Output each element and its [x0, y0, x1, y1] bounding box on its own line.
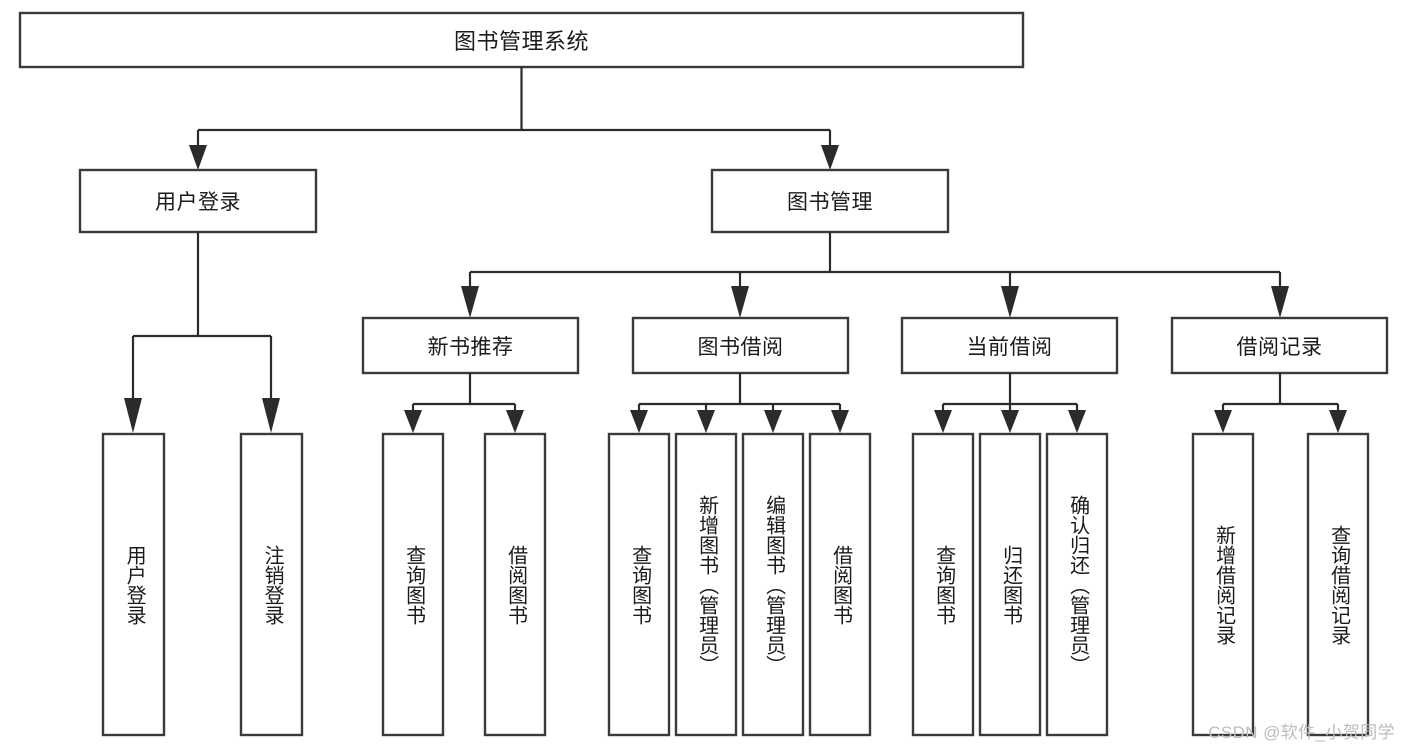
- arrow-head-leaf-add-record: [1214, 410, 1232, 433]
- arrow-head-leaf-logout: [262, 398, 280, 433]
- arrow-head-leaf-borrow-book-2: [831, 410, 849, 433]
- arrow-head-new-book-recommend: [461, 286, 479, 318]
- arrow-head-leaf-query-book-1: [404, 410, 422, 433]
- arrow-head-leaf-edit-book: [764, 410, 782, 433]
- leaf-edit-book-box[interactable]: [741, 432, 805, 737]
- arrow-head-borrow-record: [1271, 286, 1289, 318]
- leaf-confirm-return-box[interactable]: [1045, 432, 1109, 737]
- leaf-borrow-book-1-box[interactable]: [483, 432, 547, 737]
- node-book-management-box[interactable]: [710, 168, 950, 234]
- leaf-query-record-box[interactable]: [1306, 432, 1370, 737]
- node-book-borrow-box[interactable]: [631, 316, 850, 375]
- node-root-box[interactable]: [18, 11, 1025, 69]
- arrow-head-leaf-add-book: [697, 410, 715, 433]
- leaf-logout-box[interactable]: [239, 432, 304, 737]
- leaf-return-book-box[interactable]: [978, 432, 1042, 737]
- arrow-head-leaf-query-record: [1329, 410, 1347, 433]
- leaf-user-login-box[interactable]: [101, 432, 166, 737]
- arrow-head-leaf-query-book-2: [630, 410, 648, 433]
- arrow-head-leaf-query-book-3: [934, 410, 952, 433]
- leaf-query-book-1-box[interactable]: [381, 432, 445, 737]
- arrow-head-user-login: [189, 145, 207, 170]
- arrow-head-leaf-user-login: [124, 398, 142, 433]
- arrow-head-book-management: [821, 145, 839, 170]
- leaf-query-book-3-box[interactable]: [911, 432, 975, 737]
- leaf-add-book-box[interactable]: [674, 432, 738, 737]
- leaf-add-record-box[interactable]: [1191, 432, 1255, 737]
- arrow-head-leaf-borrow-book-1: [506, 410, 524, 433]
- arrow-head-leaf-return-book: [1001, 410, 1019, 433]
- node-user-login-box[interactable]: [78, 168, 318, 234]
- arrow-head-book-borrow: [731, 286, 749, 318]
- node-current-borrow-box[interactable]: [900, 316, 1119, 375]
- arrow-head-current-borrow: [1001, 286, 1019, 318]
- leaf-borrow-book-2-box[interactable]: [808, 432, 872, 737]
- node-new-book-recommend-box[interactable]: [361, 316, 580, 375]
- leaf-query-book-2-box[interactable]: [607, 432, 671, 737]
- arrow-head-leaf-confirm-return: [1068, 410, 1086, 433]
- node-borrow-record-box[interactable]: [1170, 316, 1389, 375]
